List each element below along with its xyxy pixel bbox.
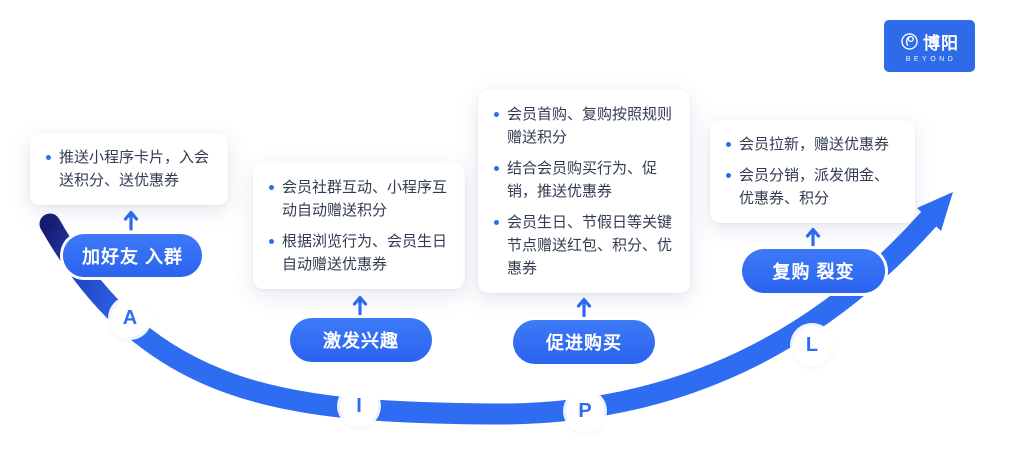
stage-i-point-2: 根据浏览行为、会员生日自动赠送优惠券 xyxy=(282,233,448,273)
bullet-icon xyxy=(269,185,274,190)
badge-letter-p: P xyxy=(566,392,604,430)
bullet-icon xyxy=(494,112,499,117)
stage-l-point-2: 会员分销，派发佣金、优惠券、积分 xyxy=(739,167,890,207)
badge-letter-l: L xyxy=(793,326,831,364)
bullet-icon xyxy=(269,239,274,244)
brand-logo: 博阳 BEYOND xyxy=(884,20,975,72)
list-item: 结合会员购买行为、促销，推送优惠券 xyxy=(492,157,676,203)
bullet-icon xyxy=(726,173,731,178)
bullet-icon xyxy=(494,220,499,225)
badge-letter-i: I xyxy=(340,387,378,425)
curve-arrowhead xyxy=(917,192,953,231)
list-item: 会员首购、复购按照规则赠送积分 xyxy=(492,103,676,149)
curve-path xyxy=(39,209,939,425)
stage-p-point-2: 结合会员购买行为、促销，推送优惠券 xyxy=(507,160,658,200)
stage-a-point-1: 推送小程序卡片，入会送积分、送优惠券 xyxy=(59,149,210,189)
stage-p-point-1: 会员首购、复购按照规则赠送积分 xyxy=(507,106,673,146)
stage-card-i: 会员社群互动、小程序互动自动赠送积分 根据浏览行为、会员生日自动赠送优惠券 xyxy=(253,163,465,289)
stage-i-point-1: 会员社群互动、小程序互动自动赠送积分 xyxy=(282,179,448,219)
brand-logo-icon xyxy=(900,32,919,51)
stage-card-l: 会员拉新，赠送优惠券 会员分销，派发佣金、优惠券、积分 xyxy=(710,120,915,223)
list-item: 推送小程序卡片，入会送积分、送优惠券 xyxy=(44,146,214,192)
connector-arrow-up-icon xyxy=(352,292,368,316)
list-item: 会员社群互动、小程序互动自动赠送积分 xyxy=(267,176,451,222)
stage-l-point-1: 会员拉新，赠送优惠券 xyxy=(739,136,890,153)
stage-card-p: 会员首购、复购按照规则赠送积分 结合会员购买行为、促销，推送优惠券 会员生日、节… xyxy=(478,90,690,293)
badge-letter-a: A xyxy=(111,299,149,337)
bullet-icon xyxy=(726,142,731,147)
bullet-icon xyxy=(46,155,51,160)
list-item: 会员拉新，赠送优惠券 xyxy=(724,133,901,156)
stage-pill-spark-interest: 激发兴趣 xyxy=(290,318,432,362)
brand-name-en: BEYOND xyxy=(905,56,957,63)
stage-pill-add-friend: 加好友 入群 xyxy=(63,234,202,277)
list-item: 会员生日、节假日等关键节点赠送红包、积分、优惠券 xyxy=(492,211,676,280)
list-item: 会员分销，派发佣金、优惠券、积分 xyxy=(724,164,901,210)
connector-arrow-up-icon xyxy=(576,294,592,318)
bullet-icon xyxy=(494,166,499,171)
stage-pill-repurchase-fission: 复购 裂变 xyxy=(742,249,885,293)
connector-arrow-up-icon xyxy=(805,224,821,248)
stage-pill-promote-purchase: 促进购买 xyxy=(513,320,655,364)
brand-name-cn: 博阳 xyxy=(923,34,959,53)
stage-card-a: 推送小程序卡片，入会送积分、送优惠券 xyxy=(30,133,228,205)
stage-p-point-3: 会员生日、节假日等关键节点赠送红包、积分、优惠券 xyxy=(507,214,673,277)
list-item: 根据浏览行为、会员生日自动赠送优惠券 xyxy=(267,230,451,276)
connector-arrow-up-icon xyxy=(123,207,139,231)
